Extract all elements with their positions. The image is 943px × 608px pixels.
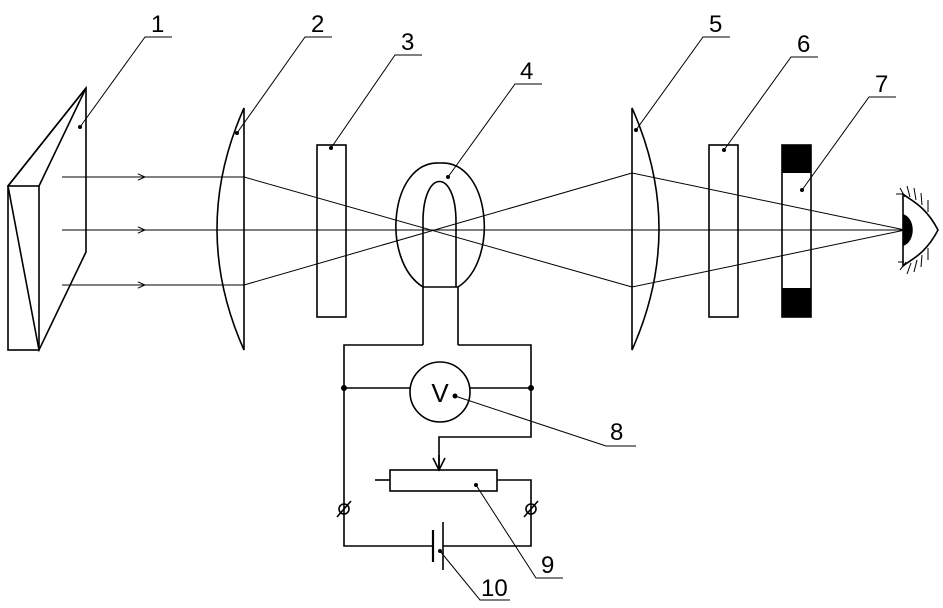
- component-10-battery: [431, 522, 444, 570]
- component-9-rheostat: [389, 469, 498, 492]
- label-5: 5: [709, 11, 722, 38]
- ray-paths: [220, 172, 906, 288]
- component-3-filter: [316, 144, 347, 318]
- component-5-eyepiece-lens: [631, 107, 660, 351]
- component-2-objective-lens: [216, 107, 245, 351]
- electric-circuit: [336, 344, 539, 547]
- label-leaders: [78, 36, 896, 601]
- component-4-lamp: [395, 162, 486, 345]
- component-1-light-source: [7, 85, 87, 353]
- label-1: 1: [151, 11, 164, 38]
- label-4: 4: [520, 58, 533, 85]
- voltmeter-symbol: V: [431, 378, 449, 408]
- component-6-filter: [708, 144, 739, 318]
- label-3: 3: [401, 29, 414, 56]
- eye-icon: [896, 185, 939, 275]
- label-8: 8: [610, 419, 623, 446]
- label-10: 10: [481, 575, 508, 602]
- label-9: 9: [541, 552, 554, 579]
- label-7: 7: [875, 71, 888, 98]
- component-8-voltmeter: V: [409, 361, 471, 423]
- incoming-rays: [62, 173, 224, 289]
- label-6: 6: [797, 31, 810, 58]
- component-labels: 1 2 3 4 5 6 7 8 9 10: [151, 11, 888, 602]
- label-2: 2: [311, 11, 324, 38]
- component-7-diaphragm: [781, 144, 812, 318]
